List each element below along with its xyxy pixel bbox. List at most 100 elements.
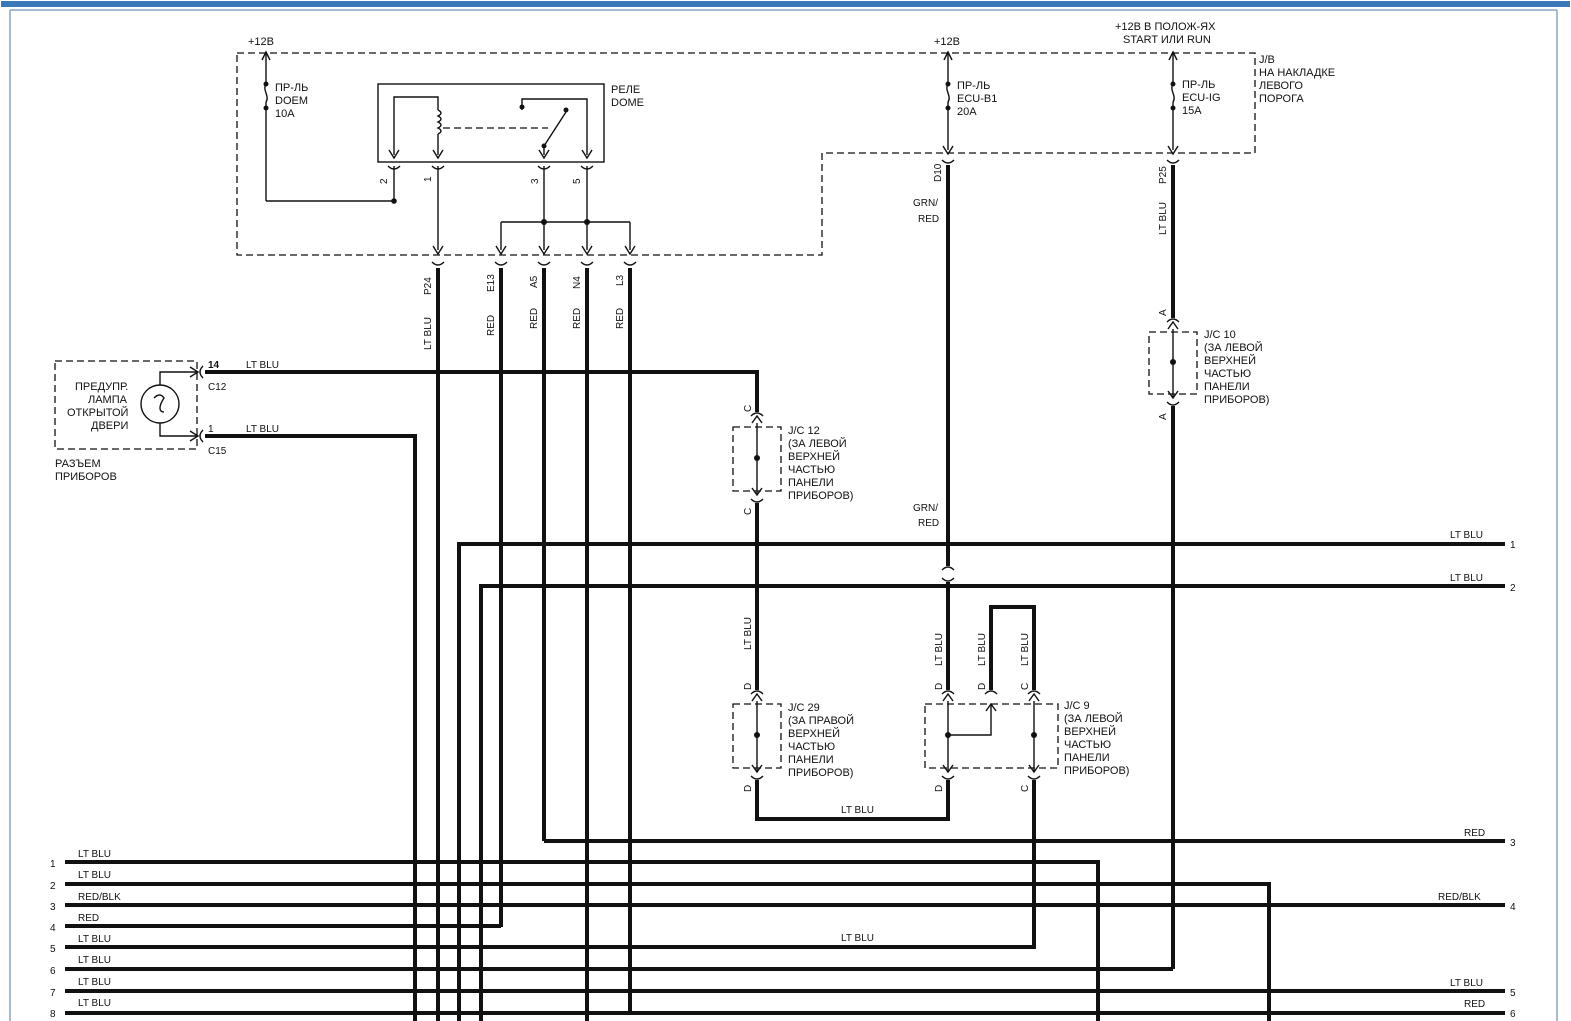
jc9-loop-wire	[989, 605, 1036, 690]
lamp-conn-top: C12	[208, 382, 227, 393]
fuse-ecu-b1: ПР-ЛЬ ECU-B1 20A	[941, 50, 997, 164]
wire-c15-color: LT BLU	[246, 424, 279, 435]
left-out-color-8: LT BLU	[78, 998, 111, 1009]
jc9-l3: ЧАСТЬЮ	[1064, 739, 1111, 751]
terminal-n4: N4	[572, 276, 583, 289]
left-out-num-5: 5	[50, 944, 56, 955]
wire-n4-color: RED	[572, 308, 583, 329]
ecu-b1-supply-label: +12В	[934, 36, 960, 48]
jc12-l5: ПРИБОРОВ)	[788, 490, 853, 502]
jc9-l5: ПРИБОРОВ)	[1064, 765, 1129, 777]
jb-label-2: НА НАКЛАДКЕ	[1259, 67, 1335, 79]
relay-dome: РЕЛЕ DOME 2 1 3 5	[377, 83, 644, 250]
jc10-l1: (ЗА ЛЕВОЙ	[1204, 341, 1263, 354]
instrument-connector-label-2: ПРИБОРОВ	[55, 471, 117, 483]
jc9-pin-d2: D	[977, 683, 988, 690]
jc12-name: J/C 12	[788, 425, 820, 437]
left-out-color-6: LT BLU	[78, 955, 111, 966]
left-out-color-2: LT BLU	[78, 870, 111, 881]
fuse-ecu-b1-l2: ECU-B1	[957, 93, 997, 105]
jc9-connector: LT BLU LT BLU LT BLU D D C D C J/C 9 (ЗА…	[924, 605, 1129, 792]
wire-jc29-jc9	[755, 780, 950, 821]
fuse-doem: ПР-ЛЬ DOEM 10A	[261, 50, 394, 202]
jc9-l2: ВЕРХНЕЙ	[1064, 725, 1116, 738]
wire-d10-color-2: RED	[918, 214, 939, 225]
jc12-connector: C C J/C 12 (ЗА ЛЕВОЙ ВЕРХНЕЙ ЧАСТЬЮ ПАНЕ…	[732, 405, 853, 515]
jc10-l4: ПАНЕЛИ	[1204, 381, 1250, 393]
wire-jc12-jc29-color: LT BLU	[743, 617, 754, 650]
right-out-color-4: RED/BLK	[1438, 892, 1481, 903]
left-output-wire-2	[65, 882, 1271, 1021]
wire-jc9-out	[65, 780, 1036, 949]
ignition-supply-label: +12В В ПОЛОЖ-ЯХ	[1115, 21, 1216, 33]
left-out-num-3: 3	[50, 902, 56, 913]
jc9-wire-d2-color: LT BLU	[977, 633, 988, 666]
wire-p24-color: LT BLU	[423, 317, 434, 350]
wire-c12	[205, 370, 759, 412]
wire-d10-color: GRN/	[913, 198, 938, 209]
left-out-num-2: 2	[50, 881, 56, 892]
right-out-color-6: RED	[1464, 999, 1485, 1010]
lamp-l1: ПРЕДУПР.	[75, 381, 128, 393]
right-out-color-5: LT BLU	[1450, 978, 1483, 989]
jc29-l2: ВЕРХНЕЙ	[788, 727, 840, 740]
left-out-num-1: 1	[50, 859, 56, 870]
jc10-pin-top: A	[1158, 309, 1169, 316]
right-out-num-1: 1	[1510, 540, 1516, 551]
right-out-num-5: 5	[1510, 988, 1516, 999]
right-out-num-2: 2	[1510, 583, 1516, 594]
right-out-num-3: 3	[1510, 838, 1516, 849]
relay-pin-1: 1	[423, 176, 434, 182]
jc29-l1: (ЗА ПРАВОЙ	[788, 714, 854, 727]
top-frame-bar	[1, 1, 1570, 7]
jc9-l4: ПАНЕЛИ	[1064, 752, 1110, 764]
right-out-color-1: LT BLU	[1450, 530, 1483, 541]
left-out-color-3: RED/BLK	[78, 892, 121, 903]
jb-label-3: ЛЕВОГО	[1259, 80, 1303, 92]
lamp-pin-top: 14	[208, 360, 220, 371]
fuse-doem-l3: 10A	[275, 108, 295, 120]
jc29-l3: ЧАСТЬЮ	[788, 741, 835, 753]
wire-d10-mid-color: GRN/	[913, 503, 938, 514]
right-output-labels: 1 LT BLU 2 LT BLU 3 RED 4 RED/BLK 5 LT B…	[1438, 530, 1516, 1020]
wire-jc9-out-color: LT BLU	[841, 933, 874, 944]
jc10-l3: ЧАСТЬЮ	[1204, 368, 1251, 380]
left-out-num-8: 8	[50, 1009, 56, 1020]
right-out-color-3: RED	[1464, 828, 1485, 839]
jc29-l5: ПРИБОРОВ)	[788, 767, 853, 779]
fuse-ecu-ig: ПР-ЛЬ ECU-IG 15A	[1166, 50, 1221, 164]
fuse-ecu-ig-l3: 15A	[1182, 105, 1202, 117]
terminal-p25: P25	[1158, 166, 1169, 184]
left-out-color-7: LT BLU	[78, 977, 111, 988]
right-out-num-4: 4	[1510, 902, 1516, 913]
jc12-pin-top: C	[743, 405, 754, 412]
lamp-l2: ЛАМПА	[88, 394, 128, 406]
left-output-labels: 1 LT BLU 2 LT BLU 3 RED/BLK 4 RED 5 LT B…	[50, 849, 121, 1020]
lamp-conn-bottom: C15	[208, 446, 227, 457]
left-out-color-4: RED	[78, 913, 99, 924]
lamp-l4: ДВЕРИ	[91, 420, 128, 432]
terminal-l3: L3	[615, 274, 626, 286]
ignition-supply-label-2: START ИЛИ RUN	[1123, 34, 1211, 46]
left-out-color-1: LT BLU	[78, 849, 111, 860]
jc10-connector: A A J/C 10 (ЗА ЛЕВОЙ ВЕРХНЕЙ ЧАСТЬЮ ПАНЕ…	[1148, 309, 1269, 420]
wire-c12-color: LT BLU	[246, 360, 279, 371]
jc29-l4: ПАНЕЛИ	[788, 754, 834, 766]
fuse-doem-l1: ПР-ЛЬ	[275, 82, 308, 94]
wire-l3-color: RED	[615, 308, 626, 329]
fuse-doem-l2: DOEM	[275, 95, 308, 107]
jc10-name: J/C 10	[1204, 329, 1236, 341]
relay-pin-3: 3	[530, 178, 541, 184]
jc10-l5: ПРИБОРОВ)	[1204, 394, 1269, 406]
jc12-l2: ВЕРХНЕЙ	[788, 450, 840, 463]
left-out-num-4: 4	[50, 923, 56, 934]
relay-pin-5: 5	[572, 178, 583, 184]
jc9-l1: (ЗА ЛЕВОЙ	[1064, 712, 1123, 725]
dome-supply-label: +12В	[248, 36, 274, 48]
terminal-d10: D10	[933, 163, 944, 182]
jc29-name: J/C 29	[788, 702, 820, 714]
wire-e13-color: RED	[486, 315, 497, 336]
jc9-pin-d1-bottom: D	[934, 785, 945, 792]
jc12-l1: (ЗА ЛЕВОЙ	[788, 437, 847, 450]
instrument-connector-label: РАЗЪЕМ	[55, 458, 101, 470]
